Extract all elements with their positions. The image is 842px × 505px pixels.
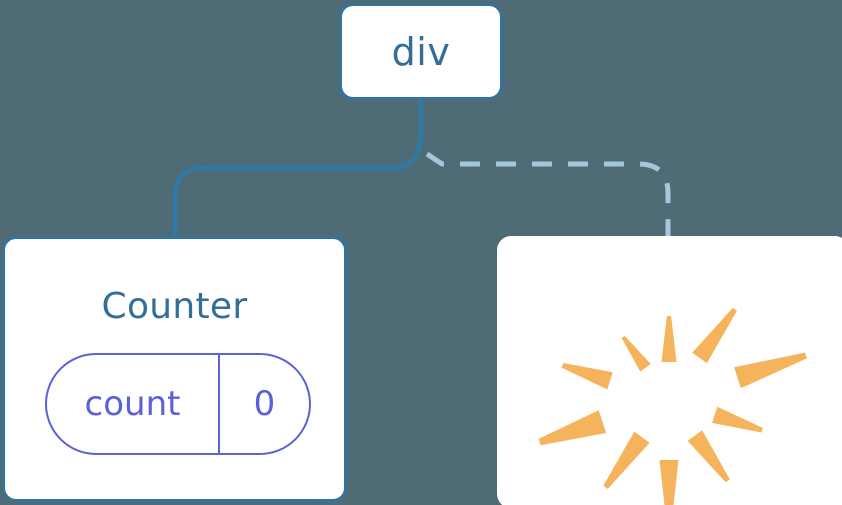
node-div-label: div — [391, 29, 451, 74]
edge-div-to-spinner — [425, 151, 671, 238]
spinner-blade-5 — [659, 460, 679, 505]
spinner-blade-6 — [603, 431, 650, 489]
spinner-blade-2 — [734, 352, 807, 389]
state-key-label: count — [47, 355, 220, 453]
node-div[interactable]: div — [339, 3, 503, 100]
spinner-blade-4 — [687, 430, 730, 483]
spinner-blade-0 — [661, 316, 677, 362]
spinner-blade-3 — [712, 406, 763, 433]
spinner-blade-8 — [561, 362, 613, 390]
edge-div-to-counter — [172, 96, 424, 241]
node-spinner[interactable] — [497, 236, 842, 505]
spinner-blade-1 — [692, 307, 737, 364]
state-value-label: 0 — [253, 384, 276, 424]
spinner-blade-9 — [621, 335, 651, 372]
node-counter[interactable]: Counter count 0 — [2, 236, 347, 502]
node-counter-label: Counter — [101, 286, 248, 327]
spinner-blade-7 — [538, 410, 607, 446]
loading-spinner-icon — [538, 307, 807, 505]
state-pill[interactable]: count 0 — [45, 353, 311, 455]
